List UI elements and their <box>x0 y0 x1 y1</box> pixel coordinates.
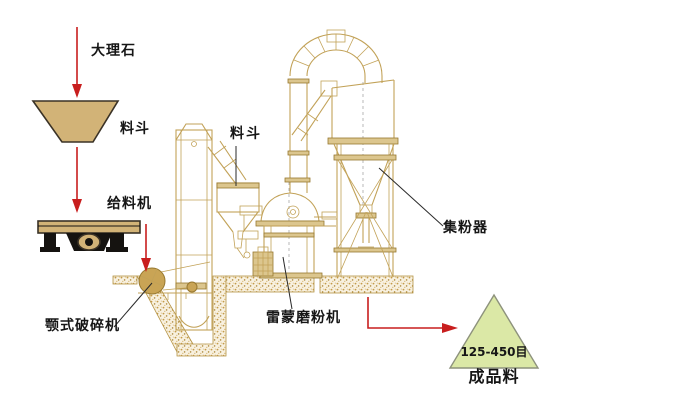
feeder-drawing <box>37 220 141 252</box>
mill-hopper-drawing <box>216 182 260 259</box>
finished-product-label: 成品料 <box>468 367 520 386</box>
leader-line-raymond-mill <box>282 256 293 310</box>
feed-hopper-label: 料斗 <box>120 121 150 137</box>
flow-arrow-hopper-to-feeder <box>72 147 82 213</box>
flow-arrow-collector-to-product <box>367 297 458 333</box>
mill-hopper-label: 料斗 <box>230 126 262 142</box>
mesh-range-label: 125-450目 <box>460 345 528 359</box>
raymond-mill-label: 雷蒙磨粉机 <box>266 310 341 326</box>
bucket-elevator-drawing <box>175 123 247 331</box>
feed-hopper-shape <box>31 100 120 143</box>
ground-texture <box>112 275 414 357</box>
jaw-crusher-drawing <box>138 261 212 301</box>
flow-arrow-feeder-to-crusher <box>141 224 151 272</box>
powder-collector-label: 集粉器 <box>443 220 488 236</box>
powder-collector-drawing <box>321 79 399 278</box>
marble-label: 大理石 <box>91 43 136 59</box>
leader-line-jaw-crusher <box>113 282 153 328</box>
jaw-crusher-label: 颚式破碎机 <box>45 318 120 334</box>
leader-line-powder-collector <box>378 167 444 227</box>
feeder-label: 给料机 <box>107 196 152 212</box>
product-pile-triangle <box>448 293 540 369</box>
raymond-mill-drawing <box>237 182 336 279</box>
duct-arch-drawing <box>284 29 383 193</box>
flow-arrow-marble-to-hopper <box>72 27 82 98</box>
